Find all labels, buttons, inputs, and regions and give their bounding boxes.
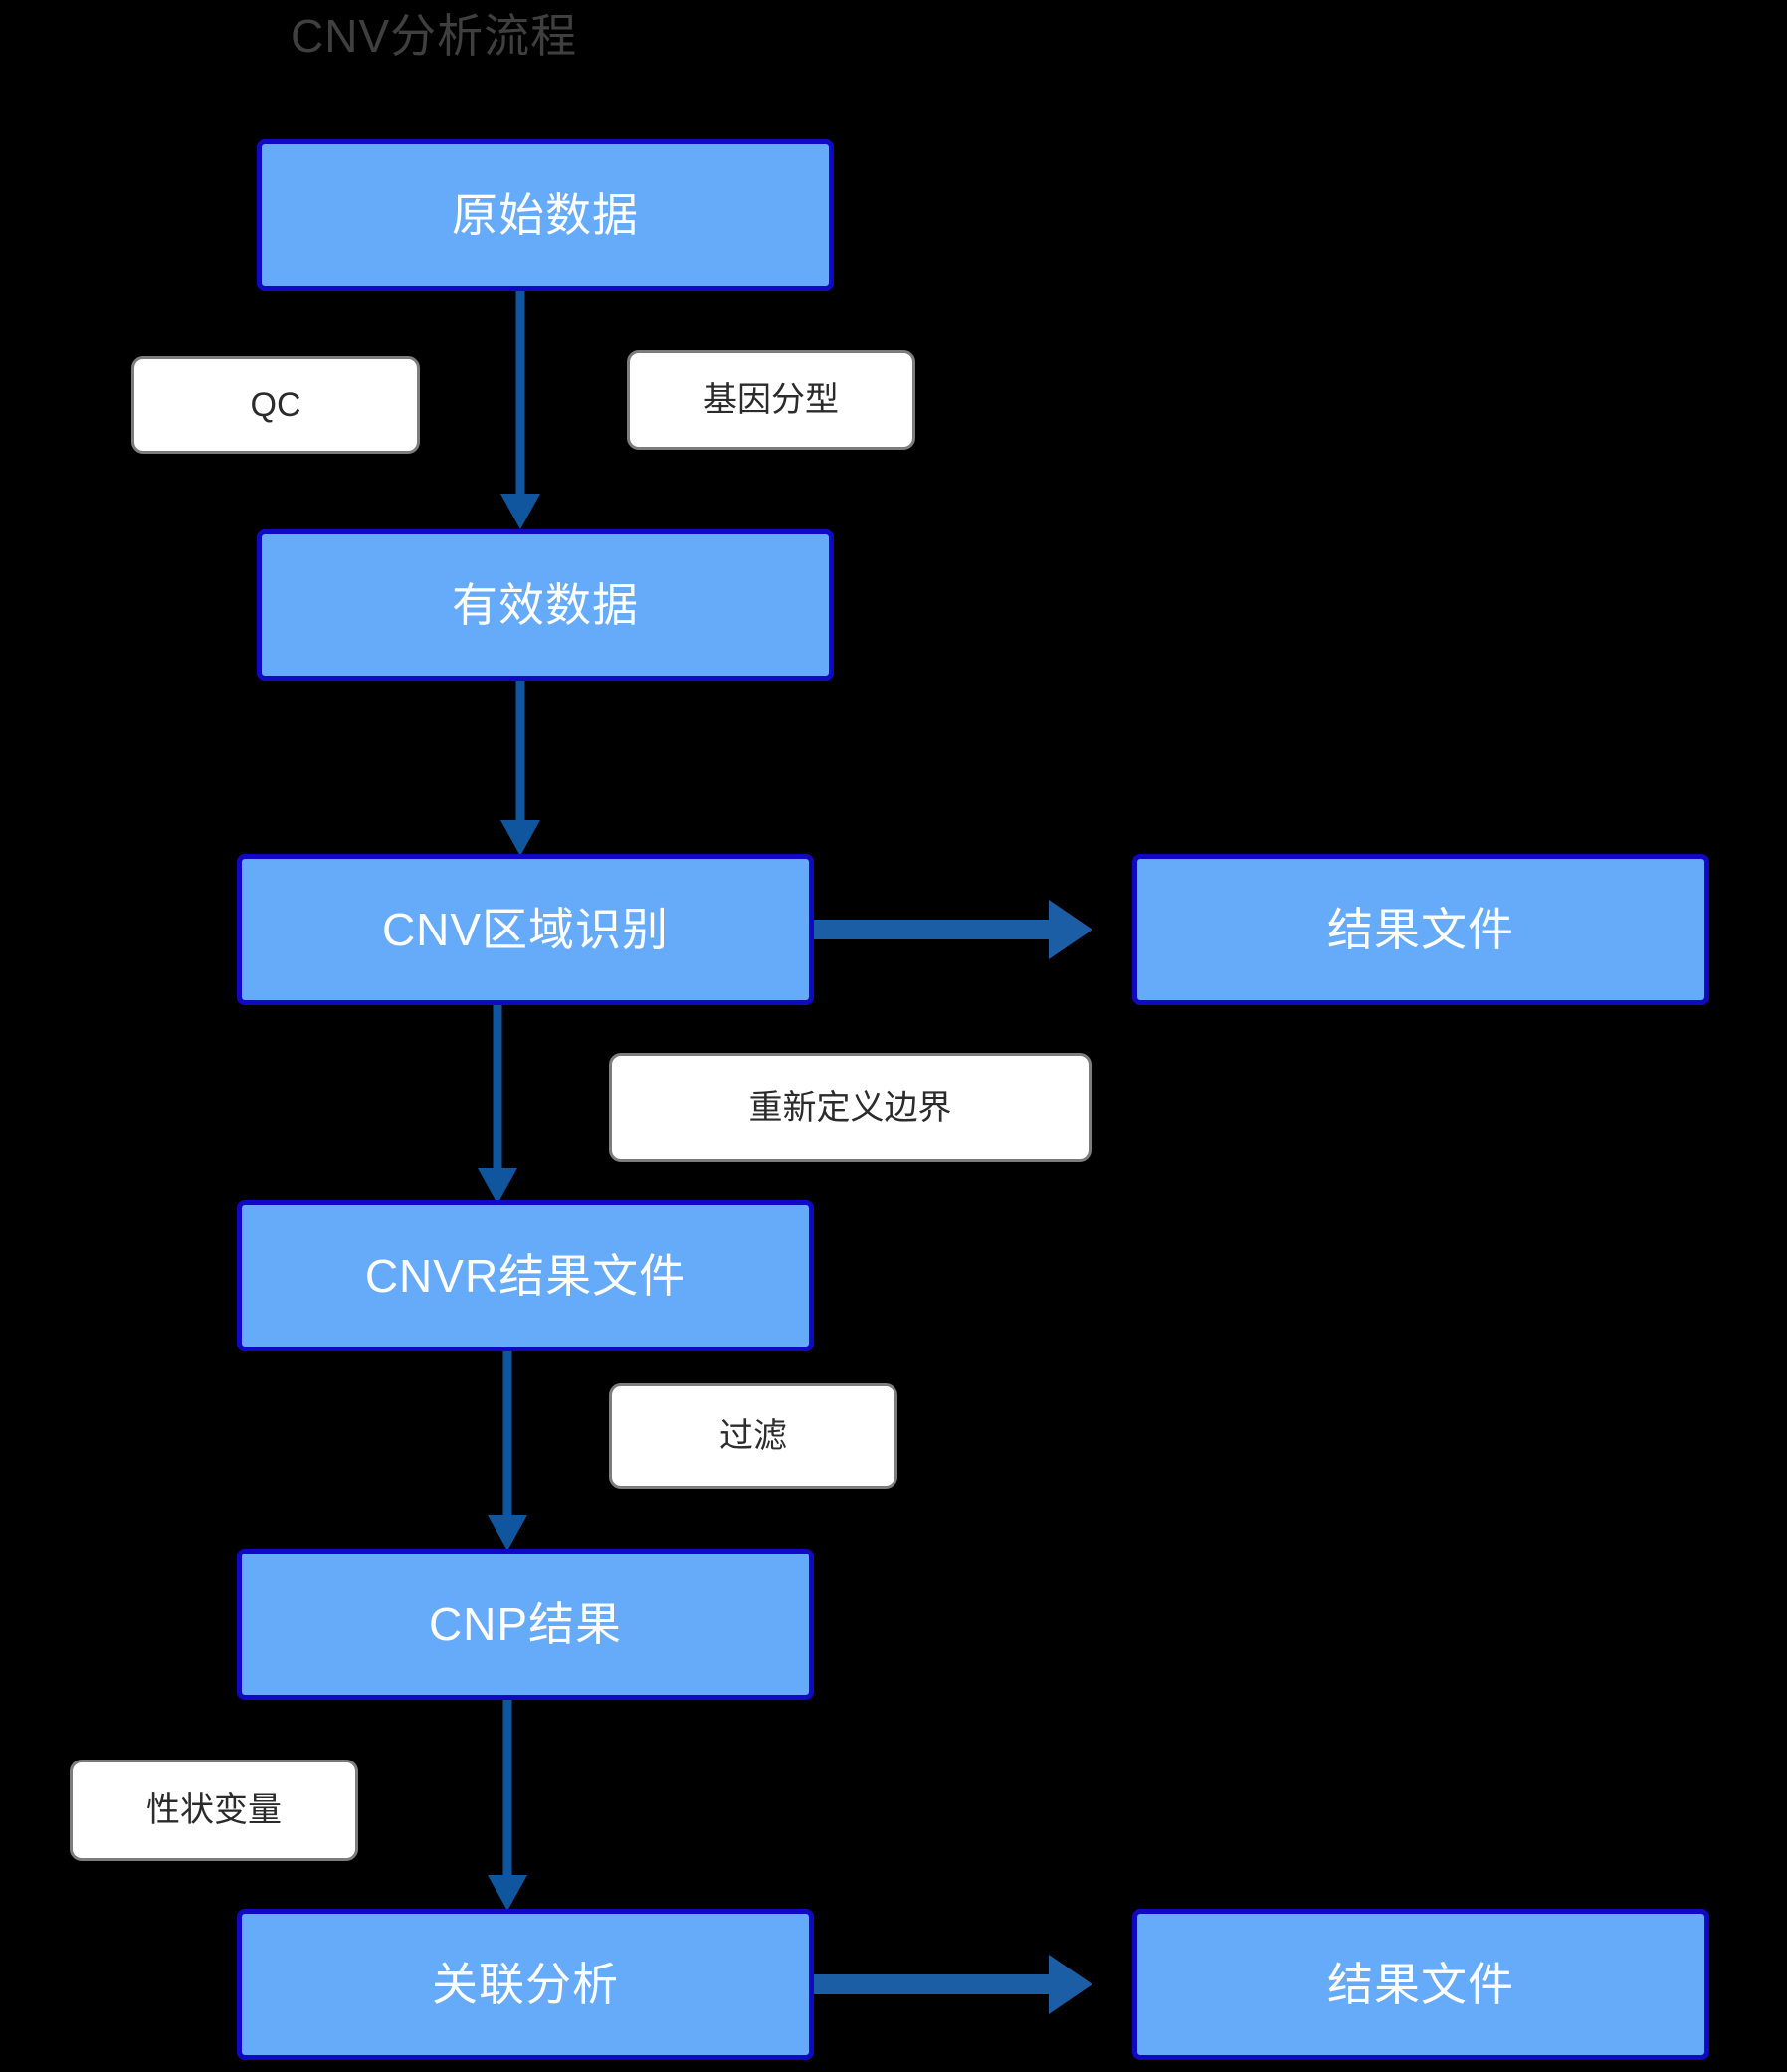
node-label: 关联分析 (432, 1959, 619, 2010)
node-result-file-2[interactable]: 结果文件 (1132, 1909, 1709, 2060)
node-cnp-result[interactable]: CNP结果 (237, 1549, 814, 1700)
edge-label-trait-variable: 性状变量 (70, 1760, 358, 1861)
node-label: CNVR结果文件 (364, 1250, 687, 1302)
edge-label-text: QC (250, 386, 301, 424)
edge-label-text: 基因分型 (703, 381, 839, 419)
edge-label-text: 性状变量 (146, 1791, 282, 1829)
edge-label-genotyping: 基因分型 (627, 350, 915, 450)
node-valid-data[interactable]: 有效数据 (257, 529, 834, 681)
node-cnv-region-call[interactable]: CNV区域识别 (237, 854, 814, 1005)
node-cnvr-result[interactable]: CNVR结果文件 (237, 1200, 814, 1351)
node-assoc-analysis[interactable]: 关联分析 (237, 1909, 814, 2060)
node-label: 原始数据 (452, 189, 639, 241)
node-label: CNP结果 (428, 1598, 623, 1650)
edge-label-qc: QC (131, 356, 420, 454)
node-label: CNV区域识别 (381, 904, 670, 955)
node-result-file-1[interactable]: 结果文件 (1132, 854, 1709, 1005)
edge-label-filter: 过滤 (609, 1383, 897, 1489)
node-label: 结果文件 (1327, 1959, 1514, 2010)
page-title: CNV分析流程 (291, 10, 578, 62)
edge-label-text: 过滤 (719, 1417, 787, 1455)
edge-label-text: 重新定义边界 (748, 1089, 952, 1127)
node-raw-data[interactable]: 原始数据 (257, 139, 834, 291)
edge-label-redefine-boundary: 重新定义边界 (609, 1053, 1092, 1162)
node-label: 结果文件 (1327, 904, 1514, 955)
node-label: 有效数据 (452, 579, 639, 631)
